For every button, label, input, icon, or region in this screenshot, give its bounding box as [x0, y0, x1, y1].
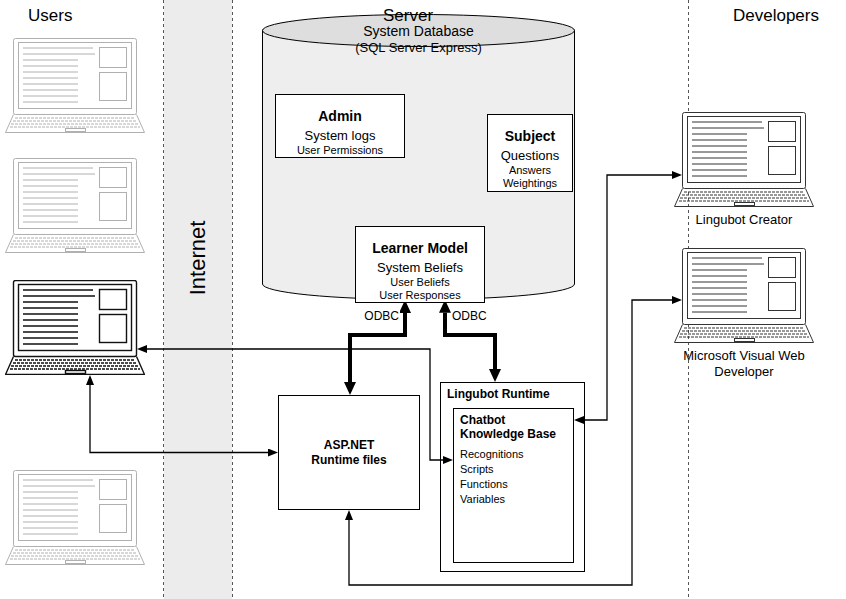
node-text: Lingubot Creator: [682, 212, 806, 228]
node-text: User Beliefs: [362, 276, 478, 289]
column-header: Developers: [733, 6, 819, 26]
divider-line: [163, 0, 164, 599]
table-box: AdminSystem logsUser Permissions: [275, 94, 405, 158]
column-band: Users: [0, 0, 150, 599]
developer-laptop: Lingubot Creator: [682, 112, 806, 237]
developer-laptop: [675, 113, 814, 207]
network-band-fill: [164, 0, 232, 599]
node-text: (SQL Server Express): [262, 40, 575, 56]
node-text: Learner Model: [362, 231, 478, 257]
edge-label: ODBC: [451, 309, 488, 323]
connector: [147, 349, 443, 460]
user-laptop: [6, 39, 145, 133]
user-laptop: [6, 159, 145, 253]
node-text: Recognitions: [460, 447, 567, 462]
node-text: Internet: [185, 221, 211, 296]
node-text: Microsoft Visual Web Developer: [682, 348, 806, 380]
connector: [584, 175, 672, 420]
node-text: User Responses: [362, 289, 478, 302]
table-box: SubjectQuestionsAnswersWeightings: [487, 114, 573, 192]
node-text: Weightings: [494, 177, 566, 190]
runtime-box: ASP.NET Runtime files: [278, 395, 420, 510]
node-text: Answers: [494, 164, 566, 177]
divider-line: [232, 0, 233, 599]
knowledge-base-box: Chatbot Knowledge BaseRecognitionsScript…: [453, 408, 574, 563]
node-text: Lingubot Runtime: [447, 387, 578, 402]
node-text: Variables: [460, 492, 567, 507]
node-text: Users: [0, 0, 150, 26]
network-band: Internet: [164, 0, 232, 599]
column-header: Server: [383, 6, 433, 26]
active-user-laptop: [6, 281, 145, 375]
node-text: Functions: [460, 477, 567, 492]
node-text: ASP.NET Runtime files: [305, 438, 393, 468]
database-cylinder: System Database(SQL Server Express)Admin…: [262, 14, 575, 300]
node-text: System logs: [282, 128, 398, 144]
developer-laptop: Microsoft Visual Web Developer: [682, 248, 806, 383]
runtime-box: Lingubot RuntimeChatbot Knowledge BaseRe…: [440, 382, 585, 572]
connector: [90, 385, 268, 453]
connector: [349, 300, 672, 585]
table-box: Learner ModelSystem BeliefsUser BeliefsU…: [355, 226, 485, 303]
user-laptop: [6, 471, 145, 565]
edge-label: ODBC: [363, 309, 400, 323]
node-text: User Permissions: [282, 144, 398, 157]
node-text: Questions: [494, 148, 566, 164]
node-text: Chatbot Knowledge Base: [460, 413, 567, 441]
node-text: System Beliefs: [362, 260, 478, 276]
developer-laptop: [675, 249, 814, 343]
connector: [350, 313, 405, 382]
node-text: Admin: [282, 99, 398, 125]
node-text: Subject: [494, 119, 566, 145]
node-text: Scripts: [460, 462, 567, 477]
